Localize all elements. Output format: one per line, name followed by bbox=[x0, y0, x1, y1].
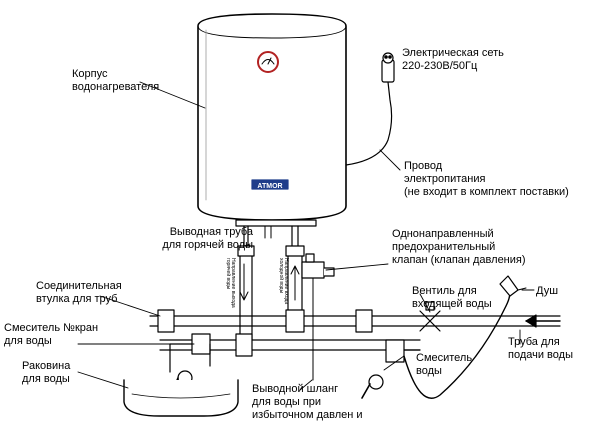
shower-mixer bbox=[361, 339, 421, 399]
label-mixer-tap: Смеситель №кран для воды bbox=[4, 322, 99, 347]
tank-bottom-fittings bbox=[235, 219, 317, 239]
check-valve bbox=[301, 253, 335, 301]
label-shower: Душ bbox=[536, 285, 559, 297]
label-power-cable: Провод электропитания (не входит в компл… bbox=[404, 160, 569, 198]
brand-plate bbox=[251, 179, 289, 190]
flow-arrow-icon bbox=[525, 314, 561, 328]
label-coupling: Соединительная втулка для труб bbox=[36, 280, 122, 305]
power-cable bbox=[345, 81, 393, 166]
label-body: Корпус водонагревателя bbox=[72, 68, 160, 93]
shower-head-icon bbox=[499, 275, 527, 297]
label-hot-outlet: Выводная труба для горячей воды bbox=[162, 226, 253, 251]
hot-water-pipe bbox=[237, 225, 255, 341]
label-supply-pipe: Труба для подачи воды bbox=[508, 336, 573, 361]
label-power-net: Электрическая сеть 220-230В/50Гц bbox=[402, 47, 504, 72]
cold-pipe-note-line-1: Направление входа bbox=[283, 258, 289, 304]
brand-label: ATMOR bbox=[257, 183, 282, 190]
hot-pipe-note-line-1: Направление выхода bbox=[230, 258, 236, 308]
label-drain-hose: Выводной шланг для воды при избыточном д… bbox=[252, 383, 363, 421]
water-heater-tank bbox=[197, 13, 347, 221]
label-sink: Раковина для воды bbox=[22, 360, 71, 385]
label-check-valve: Однонаправленный предохранительный клапа… bbox=[392, 228, 526, 266]
cold-water-pipe bbox=[285, 225, 305, 319]
thermometer-badge-icon bbox=[257, 51, 279, 73]
sink-basin bbox=[123, 379, 239, 417]
pipe-coupling bbox=[157, 309, 373, 357]
hot-pipe-note-line-2: горячей воды bbox=[225, 258, 232, 290]
label-inlet-valve: Вентиль для входящей воды bbox=[412, 285, 492, 310]
label-mixer: Смеситель воды bbox=[416, 352, 473, 377]
leader-lines bbox=[77, 81, 535, 391]
inlet-valve bbox=[419, 301, 441, 332]
cold-pipe-note-line-2: холодной воды bbox=[278, 258, 285, 294]
power-plug-icon bbox=[381, 52, 395, 83]
